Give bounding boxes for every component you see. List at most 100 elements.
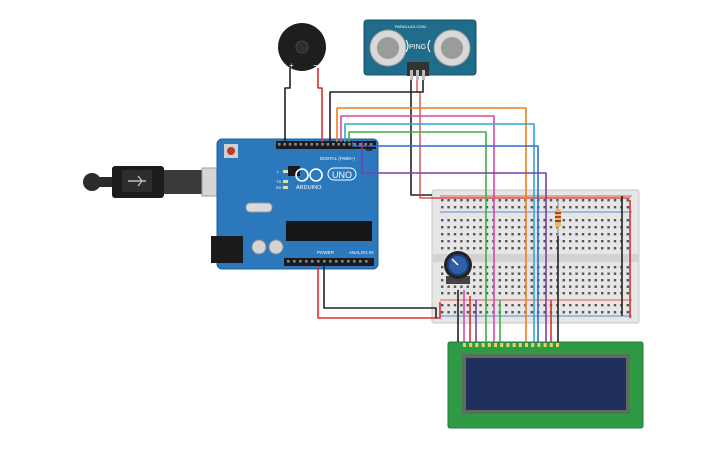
breadboard-hole[interactable] xyxy=(601,233,604,236)
breadboard-hole[interactable] xyxy=(613,304,617,307)
arduino-power-pin[interactable] xyxy=(335,260,338,263)
arduino-digital-pin[interactable] xyxy=(326,143,330,146)
breadboard-hole[interactable] xyxy=(473,219,476,222)
breadboard-hole[interactable] xyxy=(601,285,604,288)
breadboard-hole[interactable] xyxy=(575,226,578,229)
breadboard-hole[interactable] xyxy=(517,266,521,269)
breadboard-hole[interactable] xyxy=(441,285,444,288)
breadboard-hole[interactable] xyxy=(485,279,489,282)
arduino-digital-pin[interactable] xyxy=(299,143,303,146)
lcd-pin[interactable] xyxy=(531,343,535,347)
breadboard-hole[interactable] xyxy=(441,233,444,236)
breadboard-hole[interactable] xyxy=(575,240,578,243)
breadboard-hole[interactable] xyxy=(594,285,597,288)
breadboard-hole[interactable] xyxy=(569,219,572,222)
lcd-pin[interactable] xyxy=(475,343,479,347)
breadboard-hole[interactable] xyxy=(530,272,533,275)
breadboard-hole[interactable] xyxy=(588,206,591,209)
breadboard-hole[interactable] xyxy=(498,206,501,209)
arduino-digital-pin[interactable] xyxy=(321,143,324,146)
breadboard-hole[interactable] xyxy=(594,304,597,307)
breadboard-hole[interactable] xyxy=(594,272,597,275)
breadboard-hole[interactable] xyxy=(485,219,489,222)
breadboard-hole[interactable] xyxy=(569,304,572,307)
breadboard-hole[interactable] xyxy=(562,226,565,229)
arduino-digital-pin[interactable] xyxy=(294,143,297,146)
breadboard-hole[interactable] xyxy=(530,199,533,202)
breadboard-hole[interactable] xyxy=(479,279,482,282)
breadboard-hole[interactable] xyxy=(581,272,585,275)
breadboard-hole[interactable] xyxy=(505,304,508,307)
breadboard-hole[interactable] xyxy=(613,240,617,243)
breadboard-hole[interactable] xyxy=(441,199,444,202)
breadboard-hole[interactable] xyxy=(581,226,585,229)
breadboard-hole[interactable] xyxy=(517,272,521,275)
breadboard-hole[interactable] xyxy=(575,233,578,236)
arduino-power-pin[interactable] xyxy=(359,260,362,263)
breadboard-hole[interactable] xyxy=(594,206,597,209)
breadboard-hole[interactable] xyxy=(479,247,482,250)
resistor[interactable] xyxy=(555,202,561,236)
breadboard-hole[interactable] xyxy=(543,247,546,250)
breadboard-hole[interactable] xyxy=(562,240,565,243)
breadboard-hole[interactable] xyxy=(505,247,508,250)
breadboard-hole[interactable] xyxy=(479,304,482,307)
breadboard-hole[interactable] xyxy=(613,233,617,236)
breadboard-hole[interactable] xyxy=(453,292,457,295)
arduino-digital-pin[interactable] xyxy=(348,143,351,146)
breadboard-hole[interactable] xyxy=(498,219,501,222)
breadboard-hole[interactable] xyxy=(575,311,578,314)
breadboard-hole[interactable] xyxy=(562,233,565,236)
breadboard-hole[interactable] xyxy=(447,199,450,202)
breadboard-hole[interactable] xyxy=(543,292,546,295)
breadboard-hole[interactable] xyxy=(473,279,476,282)
breadboard-hole[interactable] xyxy=(511,240,514,243)
breadboard-hole[interactable] xyxy=(530,266,533,269)
arduino-power-pin[interactable] xyxy=(293,260,296,263)
breadboard-hole[interactable] xyxy=(447,233,450,236)
breadboard-hole[interactable] xyxy=(466,233,469,236)
breadboard-hole[interactable] xyxy=(460,226,463,229)
breadboard-hole[interactable] xyxy=(594,292,597,295)
breadboard-hole[interactable] xyxy=(613,199,617,202)
arduino-power-pin[interactable] xyxy=(341,260,344,263)
breadboard-hole[interactable] xyxy=(575,266,578,269)
breadboard-hole[interactable] xyxy=(530,219,533,222)
breadboard-hole[interactable] xyxy=(613,272,617,275)
breadboard-hole[interactable] xyxy=(607,285,610,288)
breadboard-hole[interactable] xyxy=(485,247,489,250)
breadboard-hole[interactable] xyxy=(517,292,521,295)
breadboard-hole[interactable] xyxy=(453,285,457,288)
lcd-pin[interactable] xyxy=(537,343,541,347)
breadboard-hole[interactable] xyxy=(607,292,610,295)
breadboard-hole[interactable] xyxy=(556,199,559,202)
breadboard-hole[interactable] xyxy=(517,311,521,314)
breadboard-hole[interactable] xyxy=(453,219,457,222)
breadboard-hole[interactable] xyxy=(601,219,604,222)
breadboard-hole[interactable] xyxy=(485,206,489,209)
breadboard-hole[interactable] xyxy=(594,219,597,222)
breadboard-hole[interactable] xyxy=(511,266,514,269)
breadboard-hole[interactable] xyxy=(569,279,572,282)
breadboard-hole[interactable] xyxy=(601,266,604,269)
breadboard-hole[interactable] xyxy=(466,285,469,288)
breadboard-hole[interactable] xyxy=(479,199,482,202)
potentiometer[interactable] xyxy=(444,251,472,284)
breadboard-hole[interactable] xyxy=(581,311,585,314)
breadboard-hole[interactable] xyxy=(505,266,508,269)
breadboard-hole[interactable] xyxy=(511,304,514,307)
lcd-pin[interactable] xyxy=(512,343,516,347)
breadboard-hole[interactable] xyxy=(543,233,546,236)
breadboard-hole[interactable] xyxy=(569,292,572,295)
arduino-digital-pin[interactable] xyxy=(305,143,308,146)
breadboard-hole[interactable] xyxy=(517,240,521,243)
breadboard-hole[interactable] xyxy=(447,226,450,229)
breadboard-hole[interactable] xyxy=(505,279,508,282)
breadboard-hole[interactable] xyxy=(447,247,450,250)
breadboard-hole[interactable] xyxy=(505,226,508,229)
breadboard-hole[interactable] xyxy=(569,285,572,288)
arduino-digital-pin[interactable] xyxy=(332,143,335,146)
lcd-pin[interactable] xyxy=(525,343,528,347)
breadboard-hole[interactable] xyxy=(543,304,546,307)
breadboard-hole[interactable] xyxy=(505,219,508,222)
